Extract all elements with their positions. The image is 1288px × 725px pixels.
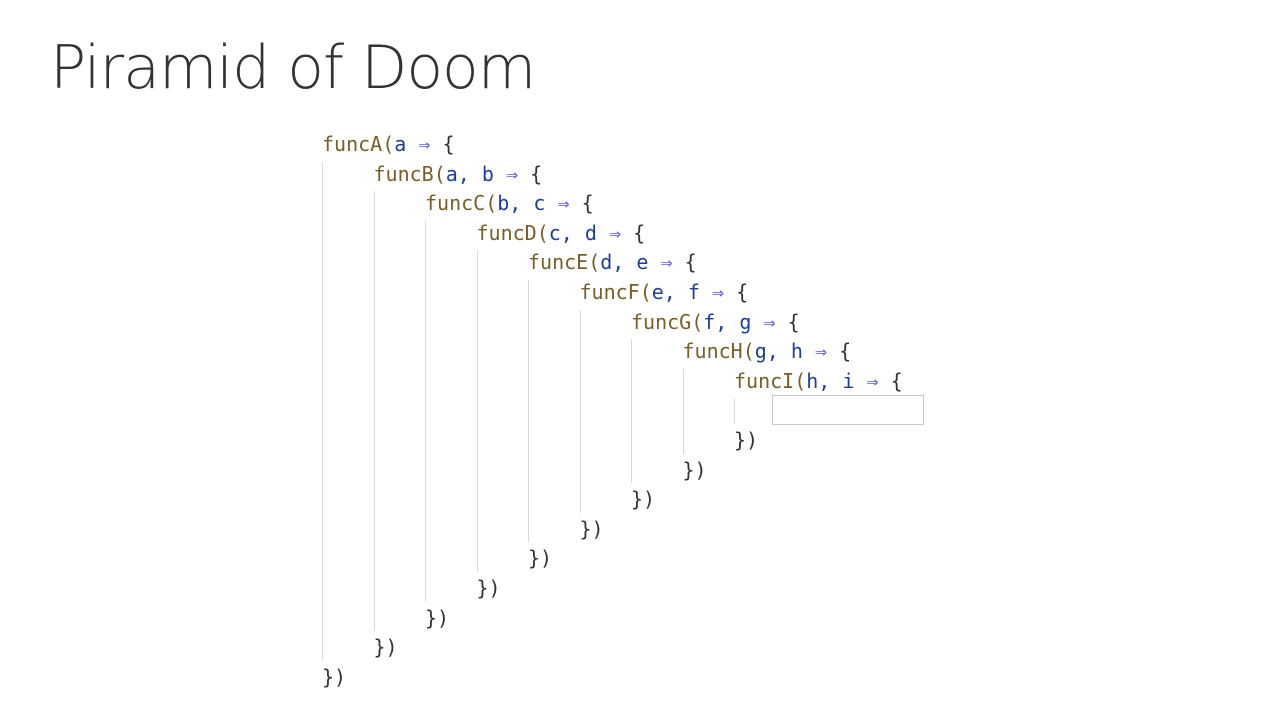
open-paren: ( (433, 161, 446, 186)
indent-guide (528, 280, 529, 543)
arrow-operator: ⇒ (545, 191, 582, 216)
open-paren: ( (794, 368, 807, 393)
closing-brace-paren: }) (425, 605, 450, 630)
code-line-close-funcA: }) (322, 663, 346, 693)
function-name: funcI (734, 368, 795, 393)
indent-guide (631, 339, 632, 484)
open-paren: ( (588, 250, 601, 275)
function-name: funcF (579, 280, 640, 304)
arrow-operator: ⇒ (802, 339, 840, 364)
code-line-open-funcA: funcA(a ⇒ { (322, 130, 454, 160)
open-paren: ( (536, 220, 549, 245)
open-brace: { (736, 280, 749, 304)
open-brace: { (581, 191, 594, 216)
parameters: b, c (497, 191, 546, 216)
function-name: funcE (528, 250, 589, 275)
function-name: funcA (322, 132, 383, 156)
open-paren: ( (485, 191, 498, 216)
closing-brace-paren: }) (528, 546, 553, 571)
open-paren: ( (742, 339, 755, 364)
arrow-operator: ⇒ (596, 220, 634, 245)
code-line-close-funcF: }) (580, 515, 604, 545)
open-brace: { (530, 161, 543, 186)
code-line-open-funcD: funcD(c, d ⇒ { (477, 219, 646, 249)
closing-brace-paren: }) (734, 428, 759, 452)
function-name: funcH (682, 339, 743, 364)
code-line-close-funcI: }) (734, 426, 758, 456)
closing-brace-paren: }) (631, 487, 656, 512)
open-brace: { (684, 250, 697, 275)
code-line-open-funcE: funcE(d, e ⇒ { (528, 248, 697, 278)
parameters: a, b (445, 161, 494, 186)
parameters: d, e (600, 250, 649, 275)
parameters: g, h (754, 339, 803, 364)
code-line-close-funcH: }) (683, 456, 707, 486)
code-line-open-funcH: funcH(g, h ⇒ { (683, 337, 852, 367)
code-line-close-funcG: }) (631, 485, 655, 515)
code-line-close-funcB: }) (374, 633, 398, 663)
closing-brace-paren: }) (579, 516, 604, 541)
closing-brace-paren: }) (373, 635, 398, 660)
arrow-operator: ⇒ (699, 280, 737, 304)
slide-title: Piramid of Doom (50, 33, 536, 103)
code-line-open-funcC: funcC(b, c ⇒ { (425, 189, 594, 219)
function-name: funcC (425, 191, 486, 216)
code-line-close-funcE: }) (528, 544, 552, 574)
code-line-close-funcD: }) (477, 574, 501, 604)
code-line-open-funcG: funcG(f, g ⇒ { (631, 308, 800, 338)
open-paren: ( (639, 280, 652, 304)
function-name: funcG (631, 309, 692, 334)
open-brace: { (633, 220, 646, 245)
closing-brace-paren: }) (682, 457, 707, 482)
parameters: c, d (548, 220, 597, 245)
function-name: funcD (476, 220, 537, 245)
open-brace: { (890, 368, 903, 393)
open-paren: ( (691, 309, 704, 334)
parameters: e, f (651, 280, 700, 304)
code-line-open-funcB: funcB(a, b ⇒ { (374, 160, 543, 190)
open-brace: { (839, 339, 852, 364)
closing-brace-paren: }) (322, 664, 347, 689)
arrow-operator: ⇒ (493, 161, 531, 186)
indent-guide (425, 220, 426, 602)
indent-guide (476, 250, 478, 572)
arrow-operator: ⇒ (751, 309, 788, 334)
indent-guide (734, 398, 735, 424)
code-line-open-funcF: funcF(e, f ⇒ { (580, 278, 749, 308)
text-cursor-box[interactable] (772, 395, 924, 426)
indent-guide (579, 309, 581, 513)
indent-guide (322, 161, 323, 661)
arrow-operator: ⇒ (648, 250, 685, 275)
open-brace: { (442, 132, 455, 156)
code-line-close-funcC: }) (425, 604, 449, 634)
function-name: funcB (373, 161, 434, 186)
parameters: a (394, 132, 407, 156)
parameters: f, g (703, 309, 752, 334)
arrow-operator: ⇒ (854, 368, 891, 393)
arrow-operator: ⇒ (406, 132, 443, 156)
open-paren: ( (382, 132, 395, 156)
indent-guide (373, 191, 375, 632)
code-line-open-funcI: funcI(h, i ⇒ { (734, 367, 903, 397)
open-brace: { (787, 309, 800, 334)
parameters: h, i (806, 368, 855, 393)
closing-brace-paren: }) (476, 576, 501, 600)
indent-guide (682, 368, 684, 454)
